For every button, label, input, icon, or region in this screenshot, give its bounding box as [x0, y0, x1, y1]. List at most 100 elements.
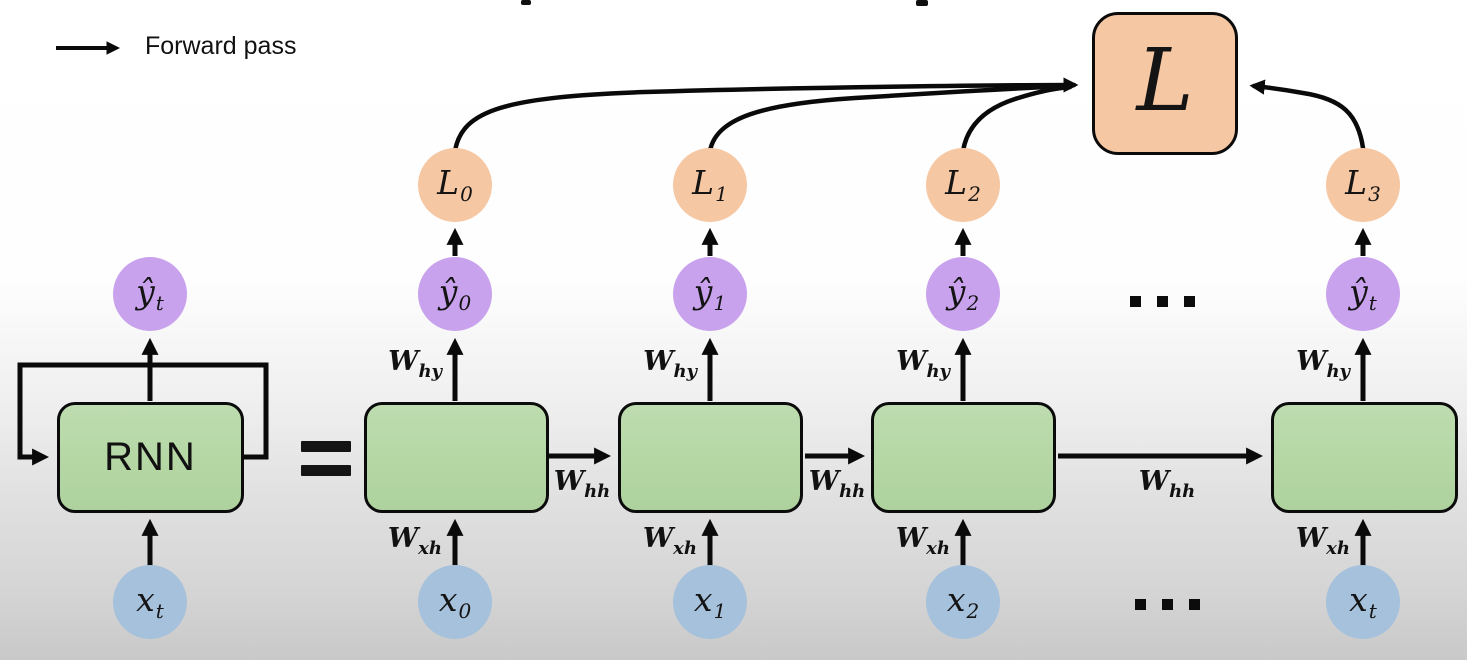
- node-label: ŷ: [693, 272, 713, 311]
- weight-sub: xh: [418, 538, 442, 559]
- node-x-t-rolled: xt: [113, 565, 187, 639]
- weight-sub: xh: [673, 538, 697, 559]
- rnn-cell-1: [618, 402, 803, 513]
- node-label: L: [945, 163, 968, 202]
- weight-label-wxh-3: Wxh: [1253, 525, 1350, 558]
- rnn-cell-2: [871, 402, 1056, 513]
- weight-sub: hh: [584, 481, 611, 502]
- node-y-hat-2: ŷ2: [926, 257, 1000, 331]
- weight-label-wxh-2: Wxh: [853, 525, 950, 558]
- ellipsis-dot: [1189, 599, 1200, 610]
- weight-main: W: [896, 346, 927, 377]
- node-label: x: [136, 580, 155, 619]
- rnn-cell-0: [364, 402, 549, 513]
- weight-main: W: [895, 523, 927, 554]
- node-label-sub: t: [155, 599, 164, 623]
- node-label-sub: 2: [968, 182, 981, 206]
- weight-label-wxh-1: Wxh: [600, 525, 697, 558]
- node-label: L: [1345, 163, 1368, 202]
- equals-sign: [301, 441, 351, 477]
- rnn-box: RNN: [57, 402, 244, 513]
- weight-label-whh-2: Whh: [1117, 468, 1217, 501]
- node-label-sub: 1: [715, 182, 728, 206]
- node-label: x: [946, 580, 966, 619]
- curve-l0-to-loss: [452, 77, 1079, 154]
- ellipsis-dot: [1184, 296, 1195, 307]
- node-label-sub: 0: [460, 182, 473, 206]
- cropped-title-fragment: [916, 0, 928, 6]
- node-loss-1: L1: [673, 148, 747, 222]
- ellipsis-dot: [1157, 296, 1168, 307]
- node-label: x: [693, 580, 713, 619]
- weight-label-wxh-0: Wxh: [345, 525, 442, 558]
- node-label-sub: 1: [713, 599, 727, 623]
- weight-sub: xh: [926, 538, 950, 559]
- weight-main: W: [553, 466, 585, 497]
- node-label-sub: 2: [966, 291, 980, 315]
- node-label-sub: 1: [713, 291, 727, 315]
- node-label: ŷ: [136, 272, 155, 311]
- node-y-hat-0: ŷ0: [418, 257, 492, 331]
- rnn-cell-3: [1271, 402, 1458, 513]
- node-loss-2: L2: [926, 148, 1000, 222]
- legend-label: Forward pass: [145, 32, 297, 60]
- node-label: ŷ: [438, 272, 458, 311]
- weight-sub: hy: [1326, 361, 1350, 382]
- node-loss-3: L3: [1326, 148, 1400, 222]
- node-label-sub: t: [1368, 599, 1377, 623]
- node-label-sub: t: [155, 291, 164, 315]
- rnn-box-label: RNN: [104, 435, 197, 479]
- weight-sub: hy: [926, 361, 950, 382]
- node-y-hat-1: ŷ1: [673, 257, 747, 331]
- ellipsis-inputs: [1135, 599, 1200, 610]
- node-label: ŷ: [1349, 272, 1368, 311]
- node-label: L: [692, 163, 715, 202]
- node-label: x: [1349, 580, 1368, 619]
- node-loss-0: L0: [418, 148, 492, 222]
- ellipsis-outputs: [1130, 296, 1195, 307]
- weight-label-why-0: Why: [345, 348, 442, 381]
- node-x-t: xt: [1326, 565, 1400, 639]
- weight-main: W: [388, 346, 419, 377]
- node-y-hat-t-rolled: ŷt: [113, 257, 187, 331]
- total-loss-label: L: [1136, 30, 1194, 131]
- cropped-title-fragment: [521, 0, 531, 5]
- recurrent-loop-arrow: [17, 362, 269, 466]
- weight-main: W: [643, 346, 674, 377]
- total-loss-box: L: [1092, 12, 1238, 155]
- node-label-sub: 3: [1368, 182, 1381, 206]
- curve-l1-to-loss: [707, 83, 1073, 154]
- weight-sub: hy: [673, 361, 697, 382]
- weight-main: W: [1138, 466, 1170, 497]
- equals-bar: [301, 465, 351, 476]
- weight-main: W: [642, 523, 674, 554]
- ellipsis-dot: [1130, 296, 1141, 307]
- node-label-sub: 2: [966, 599, 980, 623]
- weight-sub: hh: [1169, 481, 1196, 502]
- node-x-2: x2: [926, 565, 1000, 639]
- weight-main: W: [1296, 346, 1327, 377]
- weight-main: W: [1295, 523, 1327, 554]
- node-label: L: [437, 163, 460, 202]
- ellipsis-dot: [1135, 599, 1146, 610]
- node-label-sub: 0: [458, 291, 472, 315]
- node-label-sub: 0: [458, 599, 472, 623]
- weight-sub: hh: [839, 481, 866, 502]
- weight-sub: hy: [418, 361, 442, 382]
- node-x-1: x1: [673, 565, 747, 639]
- weight-label-whh-1: Whh: [792, 468, 882, 501]
- weight-label-why-2: Why: [853, 348, 950, 381]
- node-x-0: x0: [418, 565, 492, 639]
- node-label: x: [438, 580, 458, 619]
- ellipsis-dot: [1162, 599, 1173, 610]
- node-label-sub: t: [1368, 291, 1377, 315]
- weight-main: W: [808, 466, 840, 497]
- weight-sub: xh: [1326, 538, 1350, 559]
- curve-l2-to-loss: [960, 84, 1073, 154]
- weight-main: W: [387, 523, 419, 554]
- weight-label-whh-0: Whh: [537, 468, 627, 501]
- equals-bar: [301, 441, 351, 452]
- weight-label-why-3: Why: [1253, 348, 1350, 381]
